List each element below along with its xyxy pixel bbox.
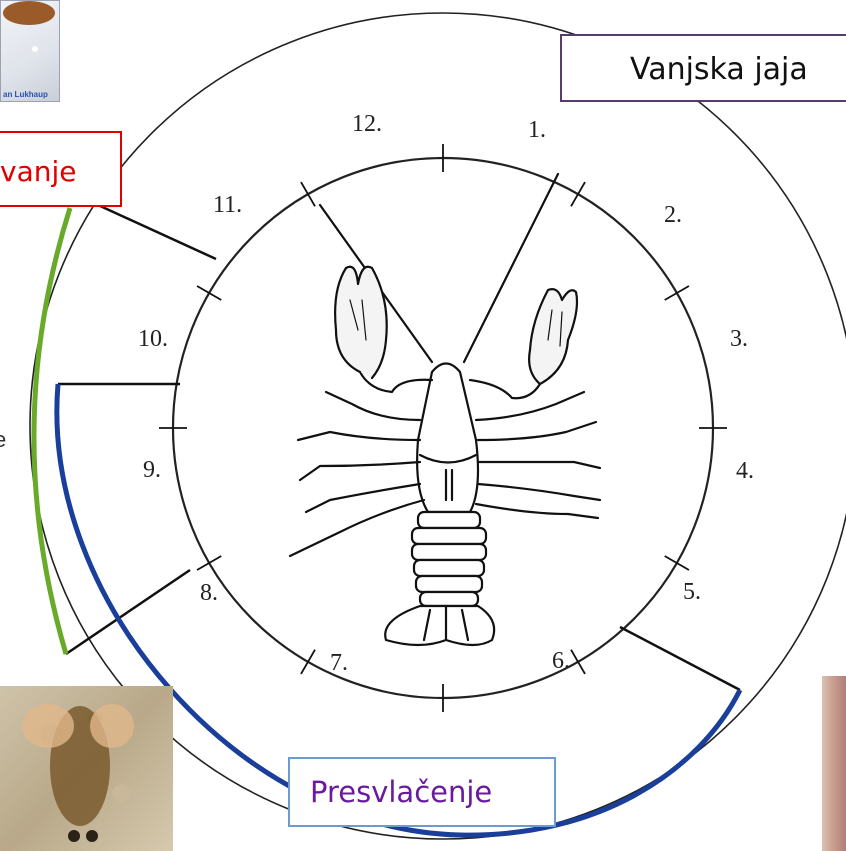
month-label-9: 9. <box>143 457 161 483</box>
month-label-5: 5. <box>683 579 701 605</box>
crayfish-legs-right <box>476 392 600 518</box>
boundary-line-molting-end <box>620 627 740 690</box>
photo-caption: an Lukhaup <box>1 90 60 99</box>
month-label-4: 4. <box>736 458 754 484</box>
month-tick <box>571 182 585 206</box>
juvenile-crayfish-graphic <box>0 686 173 851</box>
month-label-10: 10. <box>138 326 168 352</box>
boundary-line-mating-end <box>66 570 190 654</box>
month-label-2: 2. <box>664 202 682 228</box>
month-label-1: 1. <box>528 117 546 143</box>
month-tick <box>197 556 221 570</box>
mating-label: vanje <box>0 131 122 207</box>
crayfish-carapace <box>417 364 478 513</box>
boundary-line-mating-start <box>98 205 216 259</box>
crayfish-photo-bottom-left <box>0 686 173 851</box>
crayfish-illustration <box>290 174 600 645</box>
month-label-8: 8. <box>200 580 218 606</box>
cropped-label-fragment: e <box>0 427 6 452</box>
month-label-12: 12. <box>352 111 382 137</box>
month-tick <box>301 182 315 206</box>
month-tick <box>301 650 315 674</box>
month-tick <box>571 650 585 674</box>
outer-eggs-label: Vanjska jaja <box>560 34 846 102</box>
month-label-7: 7. <box>330 650 348 676</box>
crayfish-photo-graphic <box>1 1 59 101</box>
month-label-6: 6. <box>552 648 570 674</box>
month-tick <box>197 286 221 300</box>
crayfish-claw-right <box>470 289 577 398</box>
month-tick <box>665 556 689 570</box>
crayfish-claw-left <box>335 267 432 392</box>
mating-period-arc <box>34 208 70 654</box>
month-tick <box>665 286 689 300</box>
month-label-11: 11. <box>213 192 242 218</box>
crayfish-tail <box>385 512 494 645</box>
crayfish-legs-left <box>290 392 424 556</box>
crayfish-photo-top-left: an Lukhaup <box>0 0 60 102</box>
month-label-3: 3. <box>730 326 748 352</box>
molting-label: Presvlačenje <box>288 757 556 827</box>
hand-photo-bottom-right <box>822 676 846 851</box>
